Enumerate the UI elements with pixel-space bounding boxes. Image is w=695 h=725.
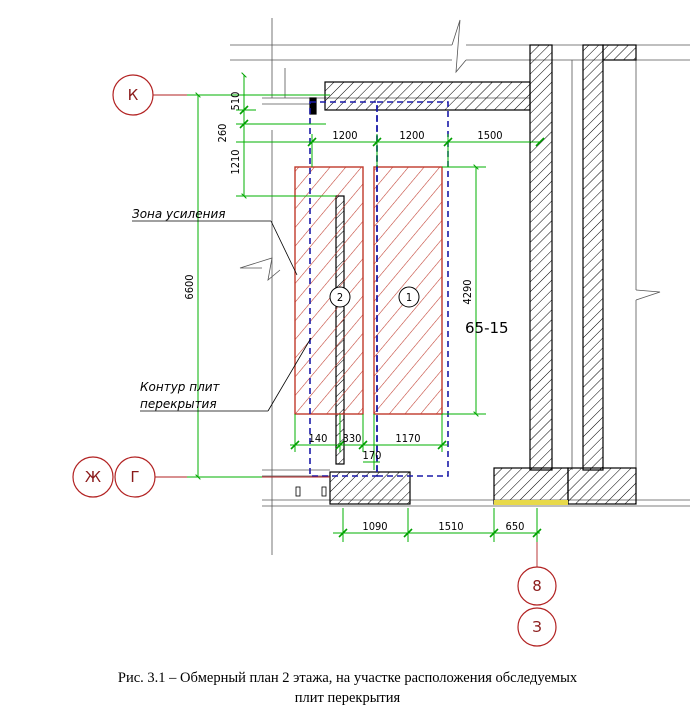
callout-contour: Контур плит перекрытия bbox=[140, 337, 312, 412]
dim-140: 140 bbox=[309, 432, 328, 445]
dim-260: 260 bbox=[216, 124, 229, 143]
axis-bubble-k: К bbox=[112, 74, 154, 116]
axis-label-k: К bbox=[128, 86, 139, 104]
dim-330: 330 bbox=[343, 432, 362, 445]
slab-type-label: 65-15 bbox=[465, 319, 509, 337]
slab-2 bbox=[294, 166, 364, 415]
right-wall-outer bbox=[582, 44, 604, 471]
slab-marker-2: 2 bbox=[329, 286, 351, 308]
axis-label-8: 8 bbox=[532, 577, 542, 595]
callout-contour-line1: Контур плит bbox=[140, 380, 221, 394]
figure-caption-line2: плит перекрытия bbox=[294, 690, 401, 706]
dimension-lines bbox=[187, 72, 540, 542]
dim-510: 510 bbox=[229, 92, 242, 111]
dim-1500: 1500 bbox=[477, 129, 502, 142]
slab-contour bbox=[309, 101, 449, 477]
axis-bubble-ze: З bbox=[517, 607, 557, 647]
axis-label-zh: Ж bbox=[85, 468, 101, 486]
bottom-wall-right bbox=[567, 467, 637, 505]
top-beam-wall bbox=[324, 81, 531, 111]
dim-6600: 6600 bbox=[183, 274, 196, 299]
slabs bbox=[294, 166, 443, 415]
figure-caption-line1: Рис. 3.1 – Обмерный план 2 этажа, на уча… bbox=[117, 670, 578, 686]
bottom-wall-mid bbox=[493, 467, 569, 505]
dim-170: 170 bbox=[363, 449, 382, 462]
slab-number-2: 2 bbox=[337, 291, 343, 304]
axis-bubble-8: 8 bbox=[517, 566, 557, 606]
dim-4290: 4290 bbox=[461, 279, 474, 304]
dim-1170: 1170 bbox=[395, 432, 420, 445]
slab-marker-1: 1 bbox=[398, 286, 420, 308]
right-wall-inner bbox=[529, 44, 553, 471]
slab-number-1: 1 bbox=[406, 291, 412, 304]
callout-contour-line2: перекрытия bbox=[140, 397, 217, 411]
dimension-ticks bbox=[239, 105, 545, 538]
dim-1210: 1210 bbox=[229, 149, 242, 174]
axis-label-g: Г bbox=[130, 468, 139, 486]
yellow-strip bbox=[494, 500, 568, 505]
dim-1200-right: 1200 bbox=[399, 129, 424, 142]
right-wall-cap bbox=[602, 44, 637, 61]
window-mark bbox=[295, 486, 301, 497]
axis-bubble-g: Г bbox=[114, 456, 156, 498]
small-column bbox=[309, 97, 317, 115]
dimension-texts: 510 260 1210 6600 1200 1200 1500 4290 14… bbox=[183, 92, 524, 533]
window-mark-2 bbox=[321, 486, 327, 497]
axis-label-ze: З bbox=[532, 618, 542, 636]
dim-1200-left: 1200 bbox=[332, 129, 357, 142]
dim-650: 650 bbox=[506, 520, 525, 533]
callout-zone-text: Зона усиления bbox=[132, 207, 225, 221]
floor-plan-drawing: К Ж Г 8 З bbox=[72, 18, 690, 647]
dim-1510: 1510 bbox=[438, 520, 463, 533]
dim-1090: 1090 bbox=[362, 520, 387, 533]
axis-bubble-zh: Ж bbox=[72, 456, 114, 498]
bottom-wall-left bbox=[329, 471, 411, 505]
callout-zone: Зона усиления bbox=[132, 207, 298, 276]
